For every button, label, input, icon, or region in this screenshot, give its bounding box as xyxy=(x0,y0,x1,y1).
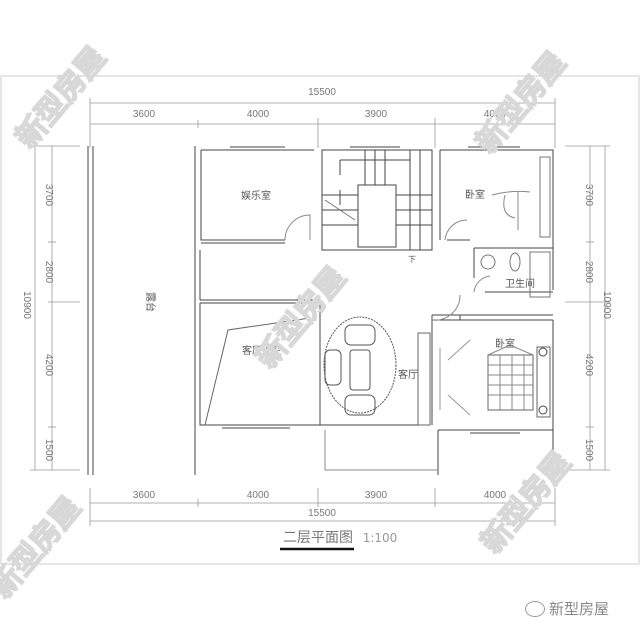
top-dim-1: 3600 xyxy=(133,109,156,120)
right-dim-2: 2800 xyxy=(583,261,594,284)
bottom-dim-1: 3600 xyxy=(133,490,156,501)
top-dim-2: 4000 xyxy=(247,109,270,120)
top-dim-3: 3900 xyxy=(365,109,388,120)
plan-title: 二层平面图 xyxy=(283,530,353,546)
watermark-text: 新型房屋 xyxy=(9,41,113,155)
left-dim-4: 1500 xyxy=(43,439,54,462)
watermarks: 新型房屋 新型房屋 新型房屋 新型房屋 新型房屋 xyxy=(0,40,579,606)
bottom-dimensions xyxy=(89,488,556,526)
room-label-living: 客厅 xyxy=(398,368,418,381)
walls xyxy=(87,146,554,475)
plan-scale: 1:100 xyxy=(363,531,398,545)
stair-down-label: 下 xyxy=(408,255,416,264)
drawing-frame xyxy=(0,75,640,565)
top-total-dim: 15500 xyxy=(308,87,336,98)
footer-brand: 新型房屋 xyxy=(525,598,609,619)
sofa-set xyxy=(323,316,397,416)
room-label-living-void: 客厅上空 xyxy=(242,344,282,357)
right-dim-4: 1500 xyxy=(583,439,594,462)
right-dim-3: 4200 xyxy=(583,354,594,377)
top-dimensions xyxy=(89,98,556,148)
bottom-dim-3: 3900 xyxy=(365,490,388,501)
left-dim-2: 2800 xyxy=(43,261,54,284)
room-label-bedroom-north: 卧室 xyxy=(465,188,485,201)
watermark-text: 新型房屋 xyxy=(249,261,353,375)
right-dim-1: 3700 xyxy=(583,184,594,207)
room-label-terrace: 露台 xyxy=(144,292,157,312)
bottom-dim-4: 4000 xyxy=(484,490,507,501)
room-label-entertainment: 娱乐室 xyxy=(241,189,271,202)
room-label-bathroom: 卫生间 xyxy=(505,277,535,290)
right-dimensions xyxy=(565,145,610,471)
left-dim-3: 4200 xyxy=(43,354,54,377)
room-label-bedroom-south: 卧室 xyxy=(495,337,515,350)
left-dim-1: 3700 xyxy=(43,184,54,207)
left-total-dim: 10900 xyxy=(21,291,32,319)
watermark-text: 新型房屋 xyxy=(0,491,88,605)
bottom-total-dim: 15500 xyxy=(308,508,336,519)
bottom-dim-2: 4000 xyxy=(247,490,270,501)
right-total-dim: 10900 xyxy=(601,291,612,319)
left-dimensions xyxy=(30,145,80,471)
footer-brand-text: 新型房屋 xyxy=(549,600,610,618)
top-dim-4: 4000 xyxy=(484,109,507,120)
wechat-icon xyxy=(525,600,545,617)
